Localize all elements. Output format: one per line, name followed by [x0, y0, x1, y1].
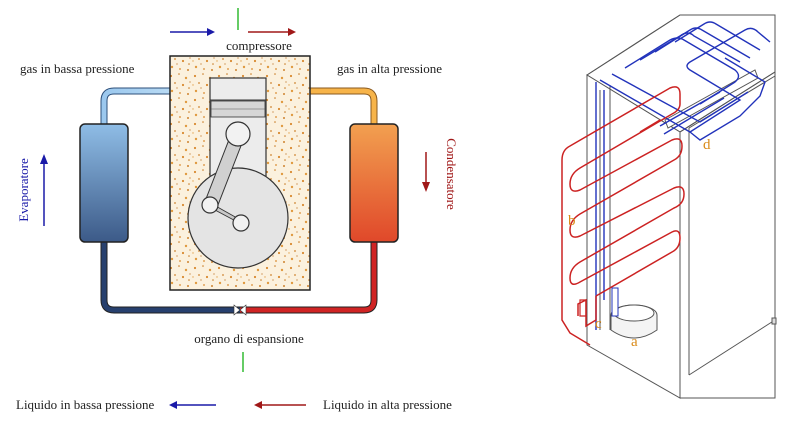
low-pressure-gas-label: gas in bassa pressione	[20, 61, 135, 76]
evaporator-coil	[595, 21, 771, 330]
label-a: a	[631, 334, 638, 350]
label-b: b	[568, 213, 576, 229]
arrow-left-blue	[169, 401, 177, 409]
crankshaft	[232, 214, 250, 232]
high-pressure-gas-label: gas in alta pressione	[337, 61, 442, 76]
expansion-valve	[233, 304, 241, 316]
arrow-up-blue	[40, 154, 48, 164]
wrist-pin	[225, 121, 251, 147]
high-pressure-liquid-label: Liquido in alta pressione	[323, 397, 452, 412]
low-pressure-gas-pipe	[100, 87, 170, 125]
condenser-label: Condensatore	[444, 138, 459, 210]
refrigeration-cycle-diagram: compressore gas in bassa pressione gas i…	[16, 8, 459, 412]
compressor-label: compressore	[226, 38, 292, 53]
high-pressure-gas-pipe	[310, 87, 378, 125]
expansion-label: organo di espansione	[194, 331, 304, 346]
arrow-down-red	[422, 182, 430, 192]
evaporator-label: Evaporatore	[16, 158, 31, 222]
label-d: d	[703, 137, 711, 153]
arrow-right-blue	[207, 28, 215, 36]
condenser	[349, 123, 399, 243]
arrow-left-red	[254, 401, 262, 409]
arrow-right-red	[288, 28, 296, 36]
label-c: c	[595, 316, 602, 332]
evaporator	[79, 123, 129, 243]
refrigerator-illustration	[586, 14, 777, 399]
fridge-compressor	[579, 287, 658, 339]
low-pressure-liquid-label: Liquido in bassa pressione	[16, 397, 155, 412]
